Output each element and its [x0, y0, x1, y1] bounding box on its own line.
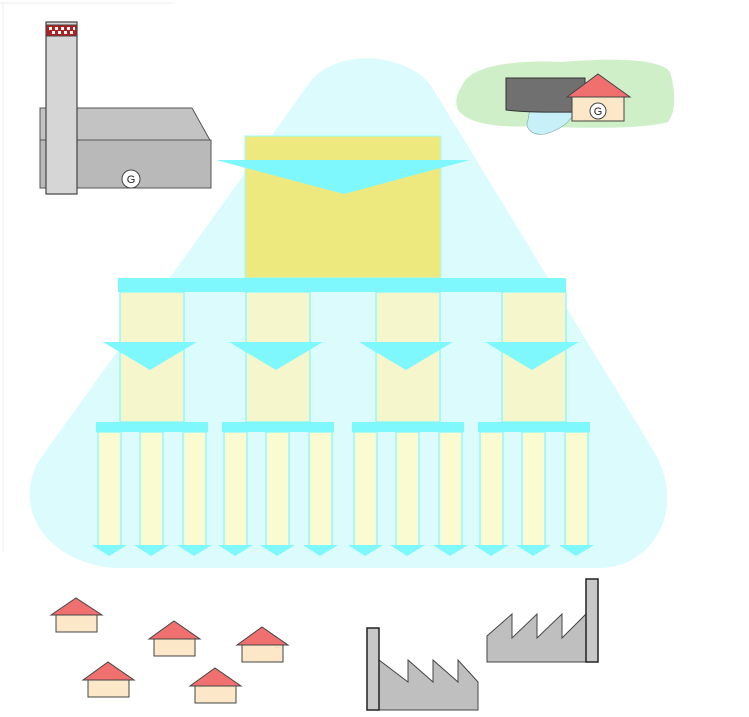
- leaf-feeder: [480, 432, 503, 546]
- consumer-houses: [51, 598, 288, 703]
- plant-chimney: [46, 22, 77, 194]
- remote-generator-icon: G: [590, 103, 606, 119]
- house-icon: [237, 627, 288, 662]
- main-bus-bar: [118, 278, 566, 292]
- leaf-feeder: [140, 432, 163, 546]
- factory-icon: [367, 628, 478, 710]
- leaf-feeder: [522, 432, 545, 546]
- house-icon: [149, 621, 200, 656]
- factory-chimney: [586, 579, 598, 662]
- leaf-feeder: [439, 432, 462, 546]
- leaf-feeder: [224, 432, 247, 546]
- secondary-bus-bar: [96, 422, 208, 432]
- secondary-bus-bar: [352, 422, 464, 432]
- house-icon: [83, 662, 134, 697]
- main-block: [245, 136, 441, 278]
- leaf-feeder: [396, 432, 419, 546]
- leaf-feeder: [183, 432, 206, 546]
- leaf-feeder: [266, 432, 289, 546]
- factory-building: [487, 614, 586, 662]
- secondary-bus-bar: [478, 422, 590, 432]
- factories: [367, 579, 598, 710]
- remote-generator-house: G: [456, 60, 674, 135]
- plant-generator-icon: G: [122, 170, 140, 188]
- chimney-band: [46, 25, 77, 36]
- power-plant: G: [40, 22, 211, 194]
- leaf-feeder: [565, 432, 588, 546]
- plant-generator-label: G: [127, 174, 136, 186]
- leaf-feeder: [98, 432, 121, 546]
- house-icon: [190, 668, 241, 703]
- factory-icon: [487, 579, 598, 662]
- secondary-bus-bar: [222, 422, 334, 432]
- leaf-feeder: [354, 432, 377, 546]
- leaf-feeder: [309, 432, 332, 546]
- factory-chimney: [367, 628, 379, 710]
- remote-generator-label: G: [594, 106, 603, 118]
- factory-building: [379, 660, 478, 710]
- house-icon: [51, 598, 102, 632]
